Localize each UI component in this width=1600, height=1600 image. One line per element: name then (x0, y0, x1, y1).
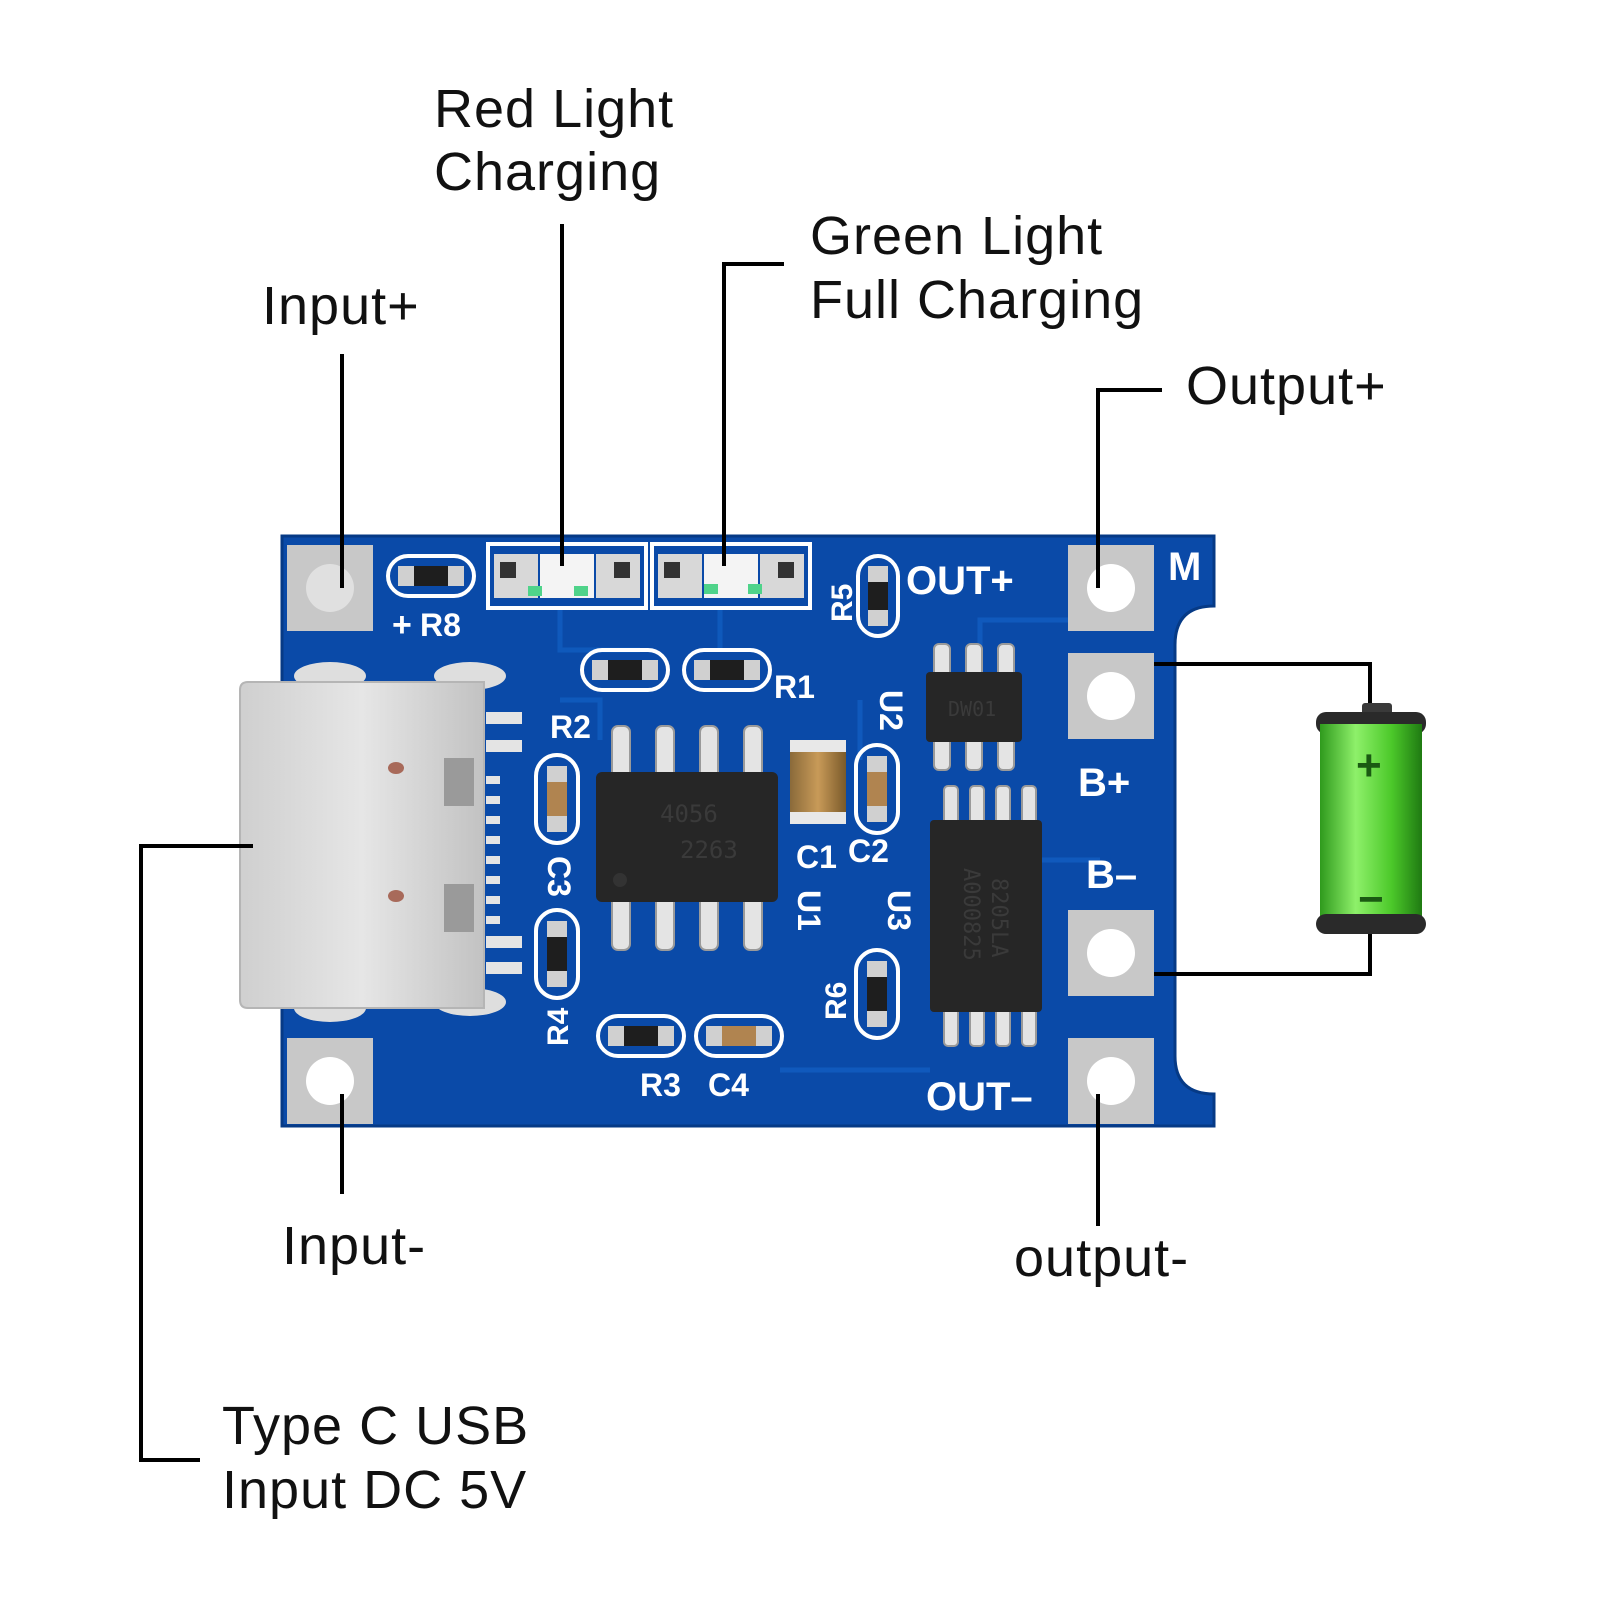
callout-usb-line2: Input DC 5V (222, 1460, 527, 1520)
silkscreen-labels: + R8 R5 OUT+ M R1 R2 U2 B+ B– C1 C2 C3 U… (392, 545, 1201, 1119)
pad-input-plus[interactable] (287, 545, 373, 631)
silk-r3: R3 (640, 1067, 681, 1103)
callout-labels: Red Light Charging Green Light Full Char… (222, 79, 1387, 1520)
leader-b-minus (1154, 934, 1372, 976)
silk-b-minus: B– (1086, 853, 1137, 897)
pad-input-minus[interactable] (287, 1038, 373, 1124)
pad-out-plus[interactable] (1068, 545, 1154, 631)
silk-r5: R5 (826, 584, 859, 622)
callout-green-light-line1: Green Light (810, 206, 1103, 266)
capacitor-c4 (694, 1014, 784, 1058)
chip-u1-marking-2: 2263 (680, 836, 738, 864)
resistor-r5 (856, 554, 900, 638)
chip-u2-marking: DW01 (948, 697, 996, 721)
silk-out-minus: OUT– (926, 1075, 1033, 1119)
callout-input-minus: Input- (282, 1216, 426, 1276)
leader-b-plus (1154, 662, 1372, 703)
resistor-r8 (386, 554, 476, 598)
chip-u3-marking-2: A000825 (958, 868, 983, 961)
battery-minus-sign: − (1358, 875, 1384, 924)
silk-r2: R2 (550, 709, 591, 745)
silk-m: M (1168, 545, 1201, 589)
capacitor-c1 (790, 740, 846, 824)
silk-r8: R8 (420, 607, 461, 643)
chip-u3-marking-1: 8205LA (986, 878, 1011, 957)
resistor-r1 (682, 648, 772, 692)
copper-traces (557, 610, 1100, 1073)
pad-b-minus[interactable] (1068, 910, 1154, 996)
silk-u2: U2 (873, 690, 909, 731)
silk-plus: + (392, 606, 412, 644)
leader-output-plus (1096, 388, 1162, 588)
capacitor-c3 (534, 753, 580, 845)
silk-r1: R1 (774, 669, 815, 705)
chip-u3: 8205LA A000825 (930, 785, 1042, 1047)
callout-green-light-line2: Full Charging (810, 270, 1144, 330)
chip-u2: DW01 (926, 643, 1022, 771)
silk-b-plus: B+ (1078, 761, 1130, 805)
silk-c1: C1 (796, 839, 837, 875)
leader-usb (139, 844, 253, 1462)
callout-usb-line1: Type C USB (222, 1396, 529, 1456)
silk-out-plus: OUT+ (906, 559, 1014, 603)
leader-green-light (722, 262, 784, 566)
silk-r4: R4 (542, 1007, 575, 1046)
resistor-r6 (854, 948, 900, 1040)
red-led (486, 542, 648, 610)
chip-u1-marking-1: 4056 (660, 800, 718, 828)
battery-plus-sign: + (1356, 741, 1382, 790)
silk-c3: C3 (541, 856, 577, 897)
pad-b-plus[interactable] (1068, 653, 1154, 739)
silk-c2: C2 (848, 833, 889, 869)
resistor-r3 (596, 1014, 686, 1058)
chip-u1: 4056 2263 (596, 725, 778, 951)
resistor-r4 (534, 908, 580, 1000)
silk-u3: U3 (881, 890, 917, 931)
callout-red-light-line2: Charging (434, 142, 661, 202)
usb-c-connector[interactable] (239, 662, 522, 1022)
callout-output-minus: output- (1014, 1228, 1189, 1288)
silk-u1: U1 (791, 890, 827, 931)
callout-output-plus: Output+ (1186, 356, 1387, 416)
capacitor-c2 (854, 743, 900, 835)
green-led (650, 542, 812, 610)
callout-input-plus: Input+ (262, 276, 420, 336)
leader-lines (139, 224, 1372, 1462)
silk-c4: C4 (708, 1067, 749, 1103)
battery-icon: + − (1316, 703, 1426, 934)
callout-red-light-line1: Red Light (434, 79, 674, 139)
resistor-r2-left (580, 648, 670, 692)
pad-out-minus[interactable] (1068, 1038, 1154, 1124)
silk-r6: R6 (820, 982, 853, 1020)
